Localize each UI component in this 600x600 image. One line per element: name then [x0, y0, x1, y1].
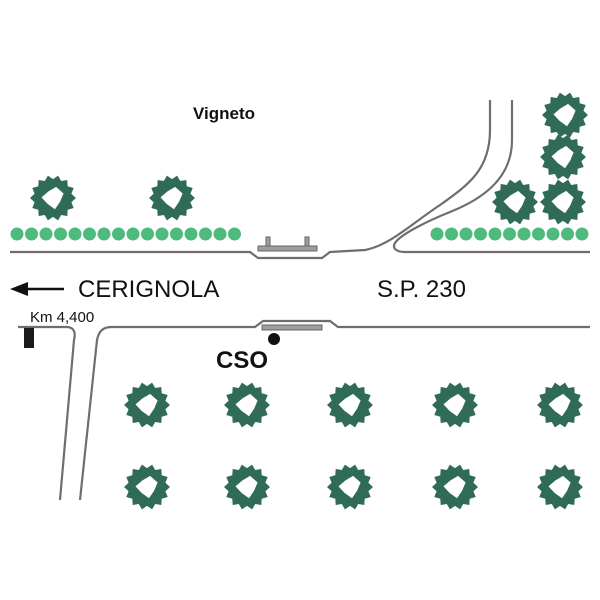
direction-label: CERIGNOLA [78, 276, 220, 303]
tree-icon [542, 92, 588, 138]
tree-icon [327, 382, 373, 428]
tree-icon [327, 464, 373, 510]
tree-icon [432, 382, 478, 428]
hedge-icon [39, 227, 53, 241]
tree-icon [432, 464, 478, 510]
hedge-icon [126, 227, 140, 241]
km-marker-label: Km 4,400 [30, 309, 95, 326]
bus-shelter-north [257, 236, 318, 252]
tree-icon [124, 464, 170, 510]
hedge-icon [141, 227, 154, 241]
hedge-icon [532, 227, 545, 241]
hedge-icon [546, 227, 560, 241]
hedge-icon [199, 227, 212, 241]
tree-group [30, 92, 588, 510]
arrow-left-icon [10, 282, 64, 296]
hedge-icon [430, 227, 444, 241]
hedge-icon [68, 227, 82, 241]
tree-icon [124, 382, 170, 428]
hedge-icon [503, 227, 516, 241]
tree-icon [149, 175, 195, 221]
side-road-south-edge [78, 319, 590, 501]
hedge-icon [445, 227, 458, 241]
tree-icon [224, 382, 270, 428]
hedge-icon [184, 227, 198, 241]
road-north-edge [10, 100, 492, 260]
hedge-icon [97, 227, 111, 241]
hedge-icon [54, 227, 67, 241]
tree-icon [537, 464, 583, 510]
hedge-icon [170, 227, 183, 241]
hedge-icon [575, 227, 589, 241]
hedge-icon [83, 227, 96, 241]
area-label: Vigneto [193, 104, 256, 123]
bus-shelter-south [261, 324, 323, 331]
tree-icon [540, 134, 586, 180]
hedge-icon [228, 227, 241, 241]
hedge-icon [155, 227, 169, 241]
km-marker-icon [24, 328, 34, 348]
tree-icon [540, 179, 586, 225]
road-south-edge [18, 325, 76, 501]
hedge-icon [488, 227, 502, 241]
cso-point-icon [268, 333, 280, 345]
tree-icon [224, 464, 270, 510]
hedge-icon [517, 227, 531, 241]
hedge-icon [112, 227, 125, 241]
hedge-icon [459, 227, 473, 241]
hedge-icon [474, 227, 487, 241]
tree-icon [492, 179, 538, 225]
hedge-icon [213, 227, 227, 241]
tree-icon [537, 382, 583, 428]
road-name-label: S.P. 230 [377, 276, 466, 303]
hedge-icon [10, 227, 24, 241]
side-road-east-edge [392, 100, 590, 254]
site-label: CSO [216, 347, 269, 374]
hedge-icon [561, 227, 574, 241]
hedge-rows [10, 227, 589, 241]
tree-icon [30, 175, 76, 221]
hedge-icon [25, 227, 38, 241]
